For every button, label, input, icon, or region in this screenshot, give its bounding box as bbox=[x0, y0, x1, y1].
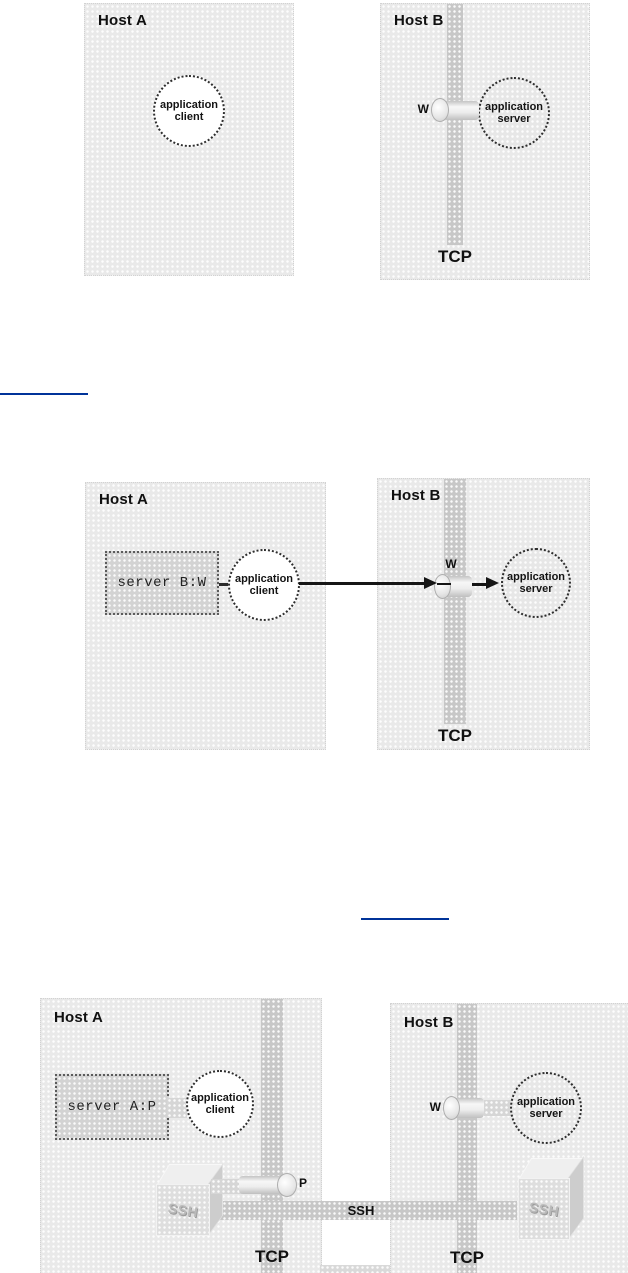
application-client-label-line2: client bbox=[174, 111, 204, 123]
connector-line bbox=[219, 583, 229, 586]
port-p-label: P bbox=[299, 1176, 308, 1190]
delivery-arrow-shaft bbox=[472, 583, 487, 586]
server-target-box: server B:W bbox=[105, 551, 219, 615]
connection-arrow-shaft bbox=[299, 582, 426, 585]
tcp-label: TCP bbox=[450, 1248, 484, 1267]
application-client-circle: application client bbox=[153, 75, 225, 147]
delivery-arrow-head-icon bbox=[486, 577, 499, 589]
application-server-circle: application server bbox=[501, 548, 571, 618]
application-server-label-line1: application bbox=[516, 1096, 576, 1108]
application-client-label-line1: application bbox=[190, 1092, 250, 1104]
ssh-box-icon: SSH bbox=[516, 1154, 626, 1254]
connection-arrow-head-icon bbox=[424, 577, 437, 589]
ssh-box-icon: SSH bbox=[154, 1161, 264, 1253]
host-a-title: Host A bbox=[99, 491, 148, 508]
application-server-label-line1: application bbox=[484, 101, 544, 113]
hyperlink-underline-bottom[interactable] bbox=[361, 918, 449, 920]
port-socket-icon bbox=[443, 101, 479, 120]
host-b-box: Host B W application server SSH TCP bbox=[390, 1003, 628, 1273]
application-server-circle: application server bbox=[510, 1072, 582, 1144]
port-socket-icon bbox=[452, 1098, 484, 1118]
tcp-label: TCP bbox=[438, 247, 472, 266]
application-server-label-line2: server bbox=[529, 1108, 563, 1120]
port-socket-cap-icon bbox=[443, 1096, 460, 1120]
host-b-title: Host B bbox=[394, 12, 444, 29]
ssh-box-front-face: SSH bbox=[518, 1178, 570, 1240]
application-client-label-line2: client bbox=[249, 585, 279, 597]
application-client-label-line1: application bbox=[234, 573, 294, 585]
port-socket-cap-icon bbox=[277, 1173, 297, 1197]
server-target-text: server A:P bbox=[67, 1099, 157, 1115]
host-a-box: Host A server A:P application client SSH… bbox=[40, 998, 322, 1273]
application-client-circle: application client bbox=[186, 1070, 254, 1138]
host-a-title: Host A bbox=[54, 1009, 103, 1026]
ssh-tunnel-bar bbox=[207, 1201, 517, 1220]
host-b-title: Host B bbox=[404, 1014, 454, 1031]
application-client-circle: application client bbox=[228, 549, 300, 621]
ssh-box-front-face: SSH bbox=[156, 1184, 210, 1236]
ssh-tunnel-label: SSH bbox=[347, 1203, 375, 1218]
tcp-stack-bar bbox=[261, 999, 283, 1273]
port-w-label: W bbox=[429, 1100, 441, 1114]
ssh-to-port-connector bbox=[211, 1179, 243, 1194]
port-socket-cap-icon bbox=[431, 98, 449, 122]
host-a-box: Host A server B:W application client bbox=[85, 482, 326, 750]
application-server-circle: application server bbox=[478, 77, 550, 149]
tcp-stack-bar bbox=[444, 479, 466, 724]
host-b-title: Host B bbox=[391, 487, 441, 504]
host-a-box: Host A application client bbox=[84, 3, 294, 276]
port-socket-icon bbox=[239, 1176, 287, 1194]
host-b-box: Host B W application server TCP bbox=[377, 478, 590, 750]
ssh-box-label: SSH bbox=[166, 1199, 200, 1221]
socket-to-server-connector bbox=[484, 1100, 512, 1116]
application-client-label-line2: client bbox=[205, 1104, 235, 1116]
port-w-label: W bbox=[445, 557, 457, 571]
tcp-label: TCP bbox=[438, 726, 472, 745]
application-server-label-line2: server bbox=[497, 113, 531, 125]
host-a-title: Host A bbox=[98, 12, 147, 29]
host-b-box: Host B W application server TCP bbox=[380, 3, 590, 280]
tcp-label: TCP bbox=[255, 1247, 289, 1266]
ssh-box-label: SSH bbox=[527, 1198, 561, 1220]
hyperlink-underline-top[interactable] bbox=[0, 393, 88, 395]
connector-bar bbox=[167, 1098, 187, 1118]
application-server-label-line1: application bbox=[506, 571, 566, 583]
connection-arrow-through-socket bbox=[437, 583, 451, 585]
tcp-stack-bar bbox=[447, 4, 463, 245]
application-server-label-line2: server bbox=[519, 583, 553, 595]
server-target-text: server B:W bbox=[117, 575, 207, 591]
bottom-cutoff-strip bbox=[320, 1265, 390, 1273]
tcp-stack-bar bbox=[457, 1004, 477, 1273]
application-client-label-line1: application bbox=[159, 99, 219, 111]
port-socket-icon bbox=[444, 576, 472, 597]
server-target-box: server A:P bbox=[55, 1074, 169, 1140]
port-w-label: W bbox=[417, 102, 429, 116]
